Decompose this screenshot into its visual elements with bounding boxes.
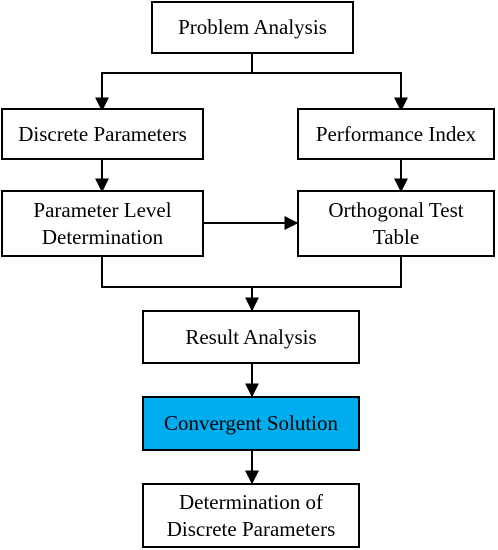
- node-result-analysis: Result Analysis: [142, 310, 360, 364]
- node-convergent-solution: Convergent Solution: [142, 396, 360, 451]
- node-determination-of-discrete-parameters: Determination of Discrete Parameters: [142, 483, 360, 548]
- connector-problem-to-performance: [252, 72, 408, 112]
- node-discrete-parameters: Discrete Parameters: [1, 108, 204, 160]
- node-problem-analysis: Problem Analysis: [151, 1, 354, 54]
- node-parameter-level-determination: Parameter Level Determination: [1, 190, 204, 257]
- connector-level-to-merge: [101, 256, 402, 288]
- node-performance-index: Performance Index: [297, 108, 495, 160]
- connector-problem-to-branches: [95, 53, 253, 112]
- node-orthogonal-test-table: Orthogonal Test Table: [297, 190, 495, 257]
